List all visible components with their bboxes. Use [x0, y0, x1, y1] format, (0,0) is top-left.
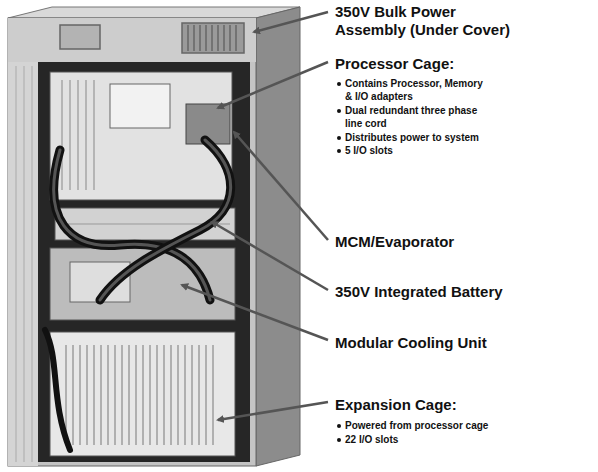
art-shape — [100, 140, 231, 300]
bullet-text: Dual redundant three phase line cord — [345, 104, 491, 130]
art-shape — [182, 285, 328, 340]
art-shape — [170, 345, 171, 445]
bullet-text: 5 I/O slots — [345, 144, 545, 157]
art-shape — [218, 402, 328, 420]
bullet-text: Powered from processor cage — [345, 419, 565, 432]
art-shape — [8, 62, 38, 466]
art-shape — [16, 66, 32, 462]
art-shape — [107, 345, 108, 445]
art-shape — [193, 25, 195, 51]
cabinet — [8, 7, 300, 466]
callout-label: Modular Cooling Unit — [335, 334, 585, 352]
bullet-dot — [337, 109, 341, 113]
art-shape — [211, 25, 213, 51]
art-shape — [128, 345, 129, 445]
art-shape — [100, 345, 101, 445]
art-shape — [16, 66, 17, 462]
art-shape — [205, 25, 207, 51]
art-shape — [100, 140, 231, 300]
art-shape — [184, 345, 185, 445]
callout-label: Processor Cage: — [335, 55, 575, 73]
art-shape — [86, 345, 87, 445]
art-shape — [198, 345, 199, 445]
callout-label: Expansion Cage: — [335, 396, 575, 414]
art-shape — [212, 222, 328, 290]
expansion-cage — [50, 332, 235, 456]
art-shape — [50, 332, 235, 456]
art-shape — [62, 80, 63, 190]
art-shape — [156, 345, 157, 445]
art-shape — [212, 345, 213, 445]
art-shape — [199, 25, 201, 51]
art-shape — [135, 345, 136, 445]
art-shape — [142, 345, 143, 445]
callout-label: MCM/Evaporator — [335, 233, 575, 251]
art-shape — [8, 7, 300, 18]
callout-label: 350V Integrated Battery — [335, 283, 585, 301]
bullet-dot — [337, 136, 341, 140]
art-shape — [177, 345, 178, 445]
bullet-dot — [337, 149, 341, 153]
bullet-text: Contains Processor, Memory & I/O adapter… — [345, 77, 491, 103]
art-shape — [72, 345, 73, 445]
art-shape — [121, 345, 122, 445]
art-shape — [60, 23, 244, 53]
art-shape — [79, 345, 80, 445]
art-shape — [86, 80, 87, 190]
art-shape — [187, 25, 189, 51]
bullet-text: 22 I/O slots — [345, 433, 565, 446]
art-shape — [93, 345, 94, 445]
art-shape — [38, 62, 250, 462]
art-shape — [94, 80, 95, 190]
art-shape — [229, 25, 231, 51]
art-shape — [60, 25, 100, 49]
art-shape — [254, 12, 328, 32]
art-shape — [32, 66, 33, 462]
art-shape — [8, 18, 256, 466]
art-shape — [54, 150, 210, 300]
art-shape — [54, 150, 210, 300]
coolant-hoses — [45, 140, 231, 450]
art-shape — [205, 345, 206, 445]
art-shape — [8, 18, 256, 62]
callout-label: 350V Bulk Power Assembly (Under Cover) — [335, 3, 520, 39]
art-shape — [149, 345, 150, 445]
art-shape — [78, 80, 79, 190]
art-shape — [62, 80, 94, 190]
bullet-dot — [337, 438, 341, 442]
bullet-dot — [337, 424, 341, 428]
art-shape — [234, 132, 328, 240]
art-shape — [182, 23, 244, 53]
art-shape — [45, 330, 70, 450]
art-shape — [218, 62, 328, 108]
art-shape — [163, 345, 164, 445]
bullet-dot — [337, 82, 341, 86]
leader-lines — [182, 12, 328, 420]
art-shape — [114, 345, 115, 445]
bullet-text: Distributes power to system — [345, 131, 545, 144]
art-shape — [223, 25, 225, 51]
art-shape — [235, 25, 237, 51]
art-shape — [70, 80, 71, 190]
art-shape — [24, 66, 25, 462]
art-shape — [217, 25, 219, 51]
art-shape — [110, 84, 170, 128]
art-shape — [191, 345, 192, 445]
art-shape — [66, 345, 213, 445]
